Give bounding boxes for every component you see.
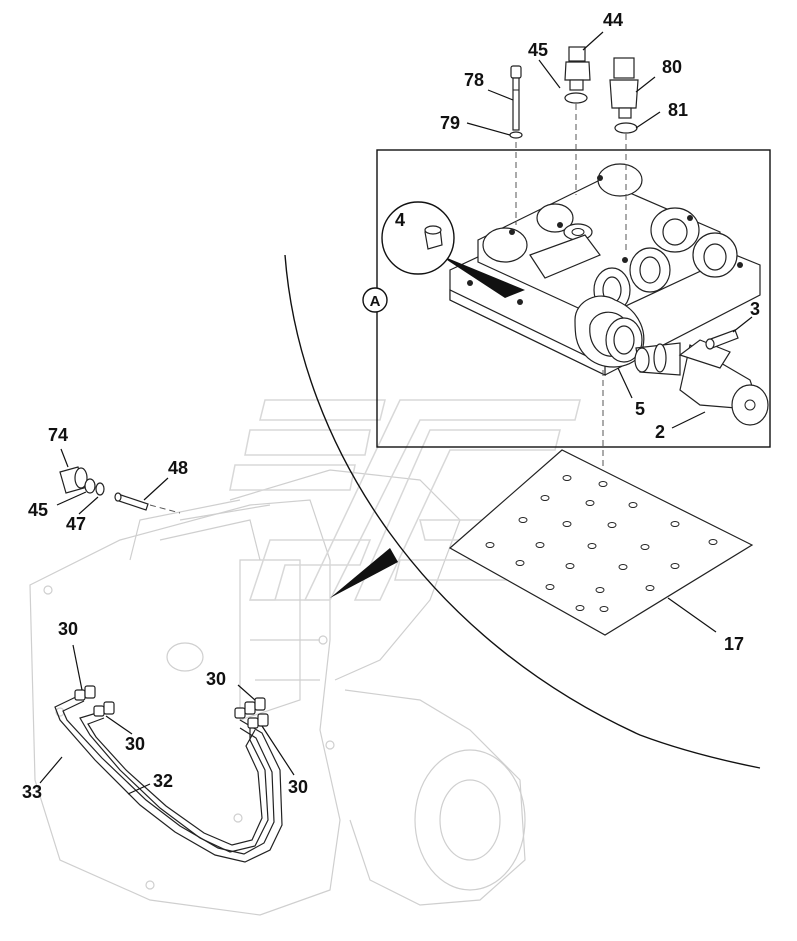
callout-79: 79 [440, 113, 460, 133]
detail-arc [284, 254, 761, 769]
leader-lines [39, 31, 753, 795]
callout-78: 78 [464, 70, 484, 90]
callout-80: 80 [662, 57, 682, 77]
washer-81 [614, 122, 638, 134]
bolt-78 [510, 65, 522, 131]
filter-plate-17 [448, 449, 754, 636]
callout-33: 33 [22, 782, 42, 802]
pipes-32-33 [54, 694, 283, 863]
callout-81: 81 [668, 100, 688, 120]
washer-45-left [84, 478, 96, 494]
fittings-30 [74, 685, 269, 729]
detail-magnifier-4 [381, 201, 525, 298]
callout-45-left: 45 [28, 500, 48, 520]
plug-74 [59, 466, 88, 494]
screw-3 [705, 329, 739, 350]
washer-79 [509, 131, 523, 139]
callout-2: 2 [655, 422, 665, 442]
callout-5: 5 [635, 399, 645, 419]
fitting-48 [114, 492, 149, 511]
callout-30-c: 30 [206, 669, 226, 689]
callout-4: 4 [395, 210, 405, 230]
sensor-44 [564, 46, 591, 91]
callout-detail-a: A [370, 293, 381, 310]
callout-32: 32 [153, 771, 173, 791]
callout-30-b: 30 [125, 734, 145, 754]
detail-pointer [330, 548, 398, 598]
callout-45-top: 45 [528, 40, 548, 60]
solenoid-2 [634, 339, 769, 426]
callout-3: 3 [750, 299, 760, 319]
callout-74: 74 [48, 425, 68, 445]
detail-marker-a [362, 287, 388, 313]
callout-47: 47 [66, 514, 86, 534]
callout-48: 48 [168, 458, 188, 478]
callout-17: 17 [724, 634, 744, 654]
callout-30-a: 30 [58, 619, 78, 639]
sensor-80 [609, 57, 639, 119]
seal-5 [574, 295, 645, 368]
valve-body [449, 163, 761, 376]
watermark-logo [229, 399, 581, 601]
o-ring-47 [95, 482, 105, 496]
callout-30-d: 30 [288, 777, 308, 797]
washer-45 [564, 92, 588, 104]
callout-44: 44 [603, 10, 623, 30]
transmission-housing-ghost [29, 469, 526, 916]
